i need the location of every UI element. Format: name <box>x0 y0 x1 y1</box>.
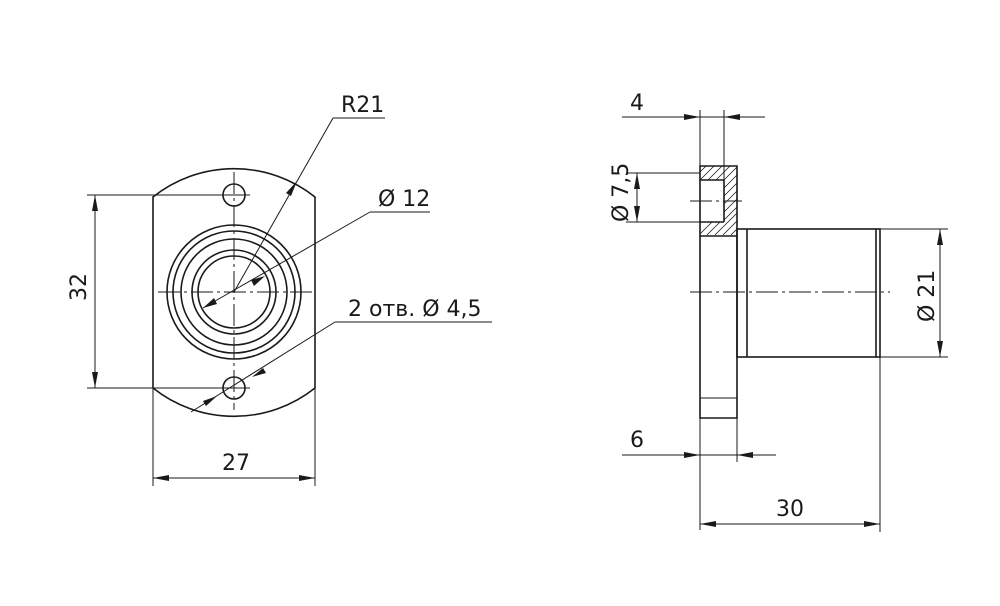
bore-arrow-2 <box>251 276 265 286</box>
body-diam-arrow-top <box>937 229 943 245</box>
height-arrow-bottom <box>92 372 98 388</box>
height-arrow-top <box>92 195 98 211</box>
radius-leader <box>233 117 334 293</box>
front-view: R21 Ø 12 2 отв. Ø 4,5 32 27 <box>67 93 492 486</box>
bore-arrow-1 <box>203 298 217 308</box>
bore-leader <box>202 211 371 309</box>
thickness-arrow-right <box>724 114 740 120</box>
counterbore-arrow-top <box>634 173 640 189</box>
length-arrow-left <box>700 521 716 527</box>
radius-label: R21 <box>341 93 384 118</box>
radius-arrow <box>286 181 297 196</box>
holes-arrow-2 <box>252 368 266 377</box>
body-diameter-label: Ø 21 <box>915 270 940 322</box>
thickness-label: 4 <box>630 91 644 116</box>
flange-lower-outline <box>699 236 738 419</box>
bore-label: Ø 12 <box>378 187 430 212</box>
length-label: 30 <box>776 497 804 522</box>
height-label: 32 <box>67 273 92 301</box>
flange-width-arrow-right <box>737 452 753 458</box>
width-arrow-right <box>299 475 315 481</box>
counterbore-arrow-bottom <box>634 206 640 222</box>
thickness-arrow-left <box>684 114 700 120</box>
body-cylinder <box>736 228 881 358</box>
width-arrow-left <box>153 475 169 481</box>
width-label: 27 <box>222 451 250 476</box>
side-view: 4 Ø 7,5 Ø 21 6 30 <box>609 91 948 532</box>
holes-label: 2 отв. Ø 4,5 <box>348 297 482 322</box>
holes-arrow-1 <box>203 396 217 406</box>
section-hatch-top <box>699 165 738 236</box>
counterbore-label: Ø 7,5 <box>609 163 634 222</box>
flange-width-label: 6 <box>630 428 644 453</box>
length-arrow-right <box>864 521 880 527</box>
flange-width-arrow-left <box>684 452 700 458</box>
body-diam-arrow-bottom <box>937 341 943 357</box>
